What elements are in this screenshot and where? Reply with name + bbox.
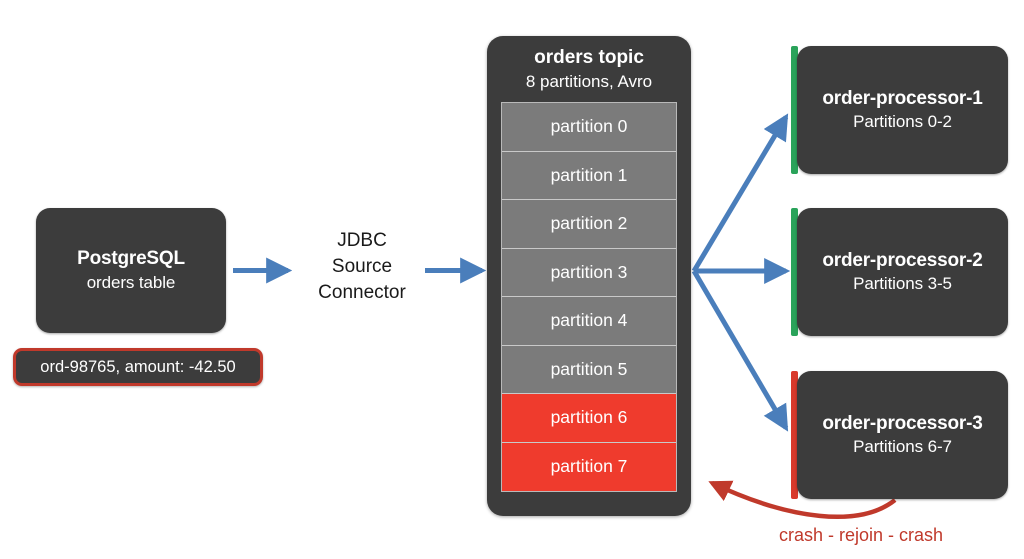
partition-row[interactable]: partition 1	[502, 151, 676, 200]
topic-subtitle: 8 partitions, Avro	[525, 72, 653, 91]
partition-row[interactable]: partition 3	[502, 248, 676, 297]
sample-record-badge: ord-98765, amount: -42.50	[13, 348, 263, 386]
consumer-title: order-processor-2	[822, 250, 983, 271]
partition-row[interactable]: partition 7	[502, 442, 676, 491]
edge-topic-to-consumer-3	[691, 269, 789, 432]
partition-row[interactable]: partition 0	[502, 103, 676, 152]
consumer-title: order-processor-3	[822, 413, 983, 434]
topic-title: orders topic	[534, 47, 644, 68]
consumer-partitions: Partitions 6-7	[853, 437, 952, 456]
partition-row[interactable]: partition 2	[502, 200, 676, 249]
partition-row[interactable]: partition 5	[502, 345, 676, 394]
status-bar-consumer-3	[791, 371, 798, 499]
orders-topic-node[interactable]: orders topic 8 partitions, Avro partitio…	[487, 36, 691, 516]
consumer-title: order-processor-1	[822, 88, 983, 109]
partition-row[interactable]: partition 4	[502, 297, 676, 346]
consumer-partitions: Partitions 3-5	[853, 274, 952, 293]
partition-row[interactable]: partition 6	[502, 394, 676, 443]
crash-loop-label: crash - rejoin - crash	[778, 525, 944, 545]
consumer-node-order-processor-3[interactable]: order-processor-3 Partitions 6-7	[797, 371, 1008, 499]
postgres-subtitle: orders table	[86, 273, 176, 292]
connector-label-line-2: Source	[331, 256, 393, 277]
connector-label-line-3: Connector	[318, 282, 406, 303]
topic-header: orders topic 8 partitions, Avro	[501, 46, 677, 93]
consumer-partitions: Partitions 0-2	[853, 112, 952, 131]
status-bar-consumer-2	[791, 208, 798, 336]
jdbc-source-connector-label: JDBC Source Connector	[296, 228, 428, 306]
partition-list: partition 0 partition 1 partition 2 part…	[501, 102, 677, 492]
connector-label-line-1: JDBC	[337, 230, 387, 251]
consumer-node-order-processor-2[interactable]: order-processor-2 Partitions 3-5	[797, 208, 1008, 336]
status-bar-consumer-1	[791, 46, 798, 174]
consumer-node-order-processor-1[interactable]: order-processor-1 Partitions 0-2	[797, 46, 1008, 174]
edge-topic-to-consumer-1	[691, 113, 789, 273]
postgres-source-node[interactable]: PostgreSQL orders table	[36, 208, 226, 333]
postgres-title: PostgreSQL	[77, 248, 185, 269]
